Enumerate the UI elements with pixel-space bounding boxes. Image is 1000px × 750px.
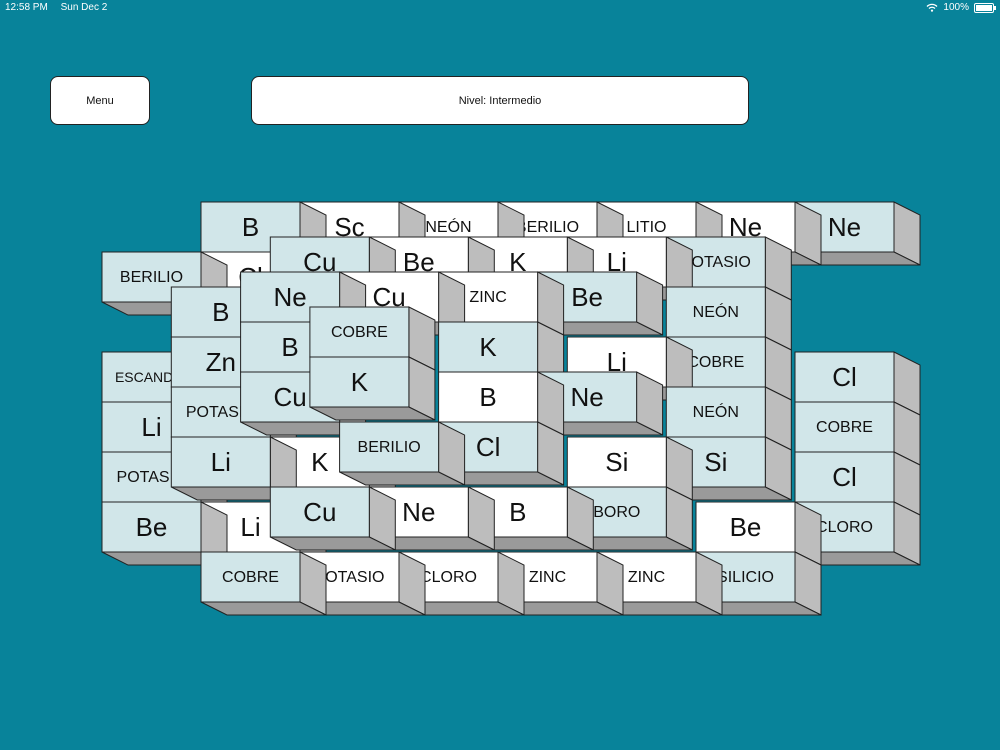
tile-label: Si <box>605 447 628 477</box>
tile-label: B <box>509 497 526 527</box>
status-right: 100% <box>926 2 996 13</box>
tile-label: B <box>479 382 496 412</box>
status-left: 12:58 PM Sun Dec 2 <box>5 2 117 13</box>
tile-label: POTASIO <box>117 469 187 486</box>
tile-label: ZINC <box>628 569 665 586</box>
tile-label: POTASIO <box>681 254 751 271</box>
tile-label: K <box>311 447 329 477</box>
tile-label: Be <box>136 512 168 542</box>
tile-face <box>170 436 271 488</box>
tile-label: Be <box>730 512 762 542</box>
level-display: Nivel: Intermedio <box>251 76 749 125</box>
tile-face <box>101 501 202 553</box>
tile-face <box>339 421 440 473</box>
tile-label: SILICIO <box>717 569 774 586</box>
tile-label: NEÓN <box>693 302 739 321</box>
tile[interactable]: Li <box>170 436 297 501</box>
tile-label: K <box>479 332 497 362</box>
tile-label: B <box>281 332 298 362</box>
tile-label: POTASIO <box>315 569 385 586</box>
wifi-icon <box>926 3 938 12</box>
tile-face <box>309 306 410 358</box>
tile-label: Li <box>607 247 627 277</box>
status-time: 12:58 PM <box>5 2 48 13</box>
tile[interactable]: K <box>309 356 436 421</box>
tile[interactable]: COBRE <box>200 551 327 616</box>
tile-label: Cu <box>303 497 336 527</box>
tile-label: Zn <box>206 347 236 377</box>
tile-face <box>794 351 895 403</box>
tile-label: Cl <box>832 462 857 492</box>
tile-label: Ne <box>570 382 603 412</box>
tile-label: K <box>509 247 527 277</box>
status-bar: 12:58 PM Sun Dec 2 100% <box>0 0 1000 16</box>
tile-label: Li <box>240 512 260 542</box>
tile[interactable]: Cu <box>269 486 396 551</box>
tile-face <box>269 486 370 538</box>
battery-icon <box>974 2 996 13</box>
tile-label: Si <box>704 447 727 477</box>
tile-label: Li <box>211 447 231 477</box>
tile-label: ZINC <box>529 569 566 586</box>
tile-label: Li <box>607 347 627 377</box>
tile-label: Ne <box>402 497 435 527</box>
tile-label: Cl <box>476 432 501 462</box>
tile-label: BORO <box>593 504 640 521</box>
tile-label: K <box>351 367 369 397</box>
tile-label: BERILIO <box>358 439 421 456</box>
tile-label: Be <box>571 282 603 312</box>
tile-label: LITIO <box>626 219 666 236</box>
tile[interactable]: COBRE <box>309 306 436 371</box>
tile-label: NEÓN <box>693 402 739 421</box>
tile-label: COBRE <box>222 569 279 586</box>
tile[interactable]: Be <box>101 501 228 566</box>
tile-label: B <box>212 297 229 327</box>
tile-label: NEÓN <box>425 217 471 236</box>
tile-label: B <box>242 212 259 242</box>
tile-label: ZINC <box>469 289 506 306</box>
tile[interactable]: BERILIO <box>339 421 466 486</box>
tile-label: Ne <box>828 212 861 242</box>
tile-label: POTASIO <box>186 404 256 421</box>
tile-face <box>794 401 895 453</box>
tile-label: BERILIO <box>516 219 579 236</box>
tile-label: Cl <box>832 362 857 392</box>
tile-face <box>438 371 539 423</box>
tile-label: ESCANDIO <box>115 369 188 385</box>
tile-face <box>665 286 766 338</box>
tile-label: COBRE <box>687 354 744 371</box>
tile-label: Ne <box>273 282 306 312</box>
tile-label: COBRE <box>331 324 388 341</box>
status-date: Sun Dec 2 <box>60 2 108 13</box>
tile-label: CLORO <box>420 569 477 586</box>
tile-label: COBRE <box>816 419 873 436</box>
tile-face <box>695 501 796 553</box>
tile-face <box>200 551 301 603</box>
tile-label: Cu <box>273 382 306 412</box>
tile-label: BERILIO <box>120 269 183 286</box>
tile-label: CLORO <box>816 519 873 536</box>
tile-face <box>665 386 766 438</box>
tile-face <box>438 321 539 373</box>
tile-face <box>309 356 410 408</box>
tile-label: Li <box>141 412 161 442</box>
battery-percent: 100% <box>943 2 969 13</box>
menu-button[interactable]: Menu <box>50 76 150 125</box>
